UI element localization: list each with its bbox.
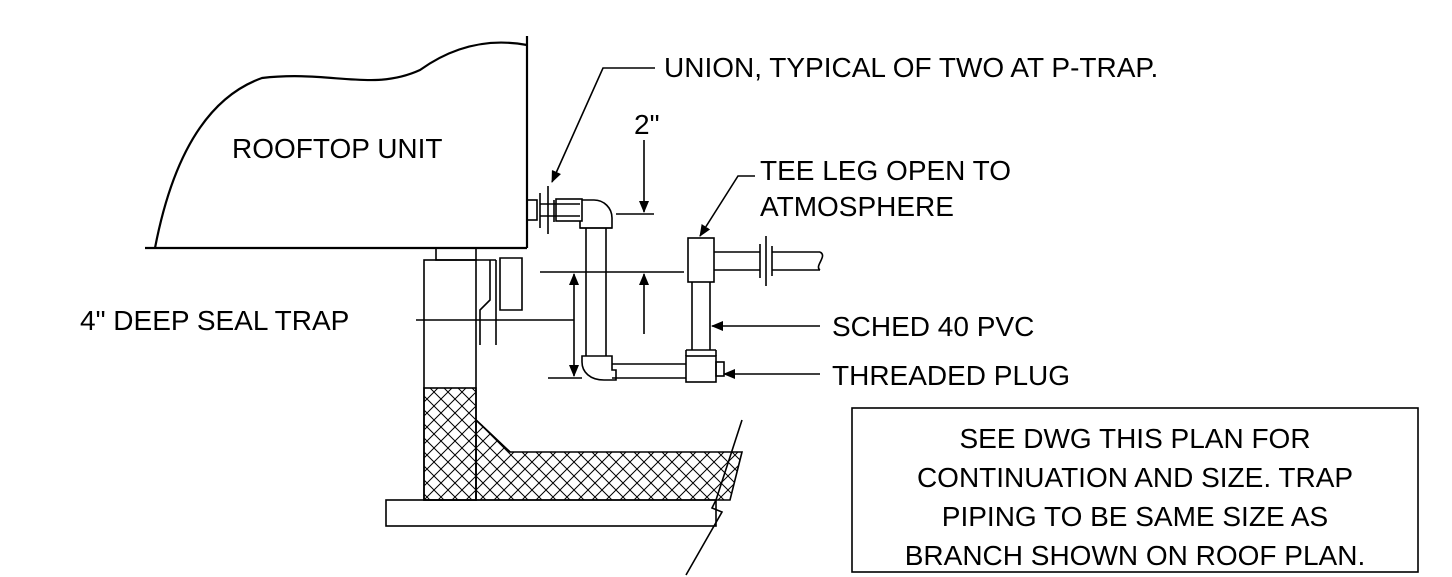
note-box (851, 407, 1419, 573)
roof-curb (385, 257, 744, 576)
pvc-label: SCHED 40 PVC (832, 311, 1034, 342)
union-label: UNION, TYPICAL OF TWO AT P-TRAP. (664, 52, 1158, 83)
rooftop-unit: ROOFTOP UNIT (145, 36, 529, 261)
note-line-2: CONTINUATION AND SIZE. TRAP (917, 462, 1353, 493)
continuation-note: SEE DWG THIS PLAN FOR CONTINUATION AND S… (851, 407, 1419, 573)
note-line-1: SEE DWG THIS PLAN FOR (959, 423, 1310, 454)
plug-label: THREADED PLUG (832, 360, 1070, 391)
rooftop-unit-label: ROOFTOP UNIT (232, 133, 443, 164)
seal-trap-label: 4" DEEP SEAL TRAP (80, 305, 349, 336)
note-line-4: BRANCH SHOWN ON ROOF PLAN. (905, 540, 1365, 571)
dimensions (416, 140, 684, 379)
p-trap-piping (526, 186, 824, 383)
two-inch-dimension: 2" (634, 109, 660, 140)
leaders (551, 67, 820, 379)
note-line-3: PIPING TO BE SAME SIZE AS (942, 501, 1328, 532)
tee-leg-label-line2: ATMOSPHERE (760, 191, 954, 222)
tee-leg-label-line1: TEE LEG OPEN TO (760, 155, 1011, 186)
